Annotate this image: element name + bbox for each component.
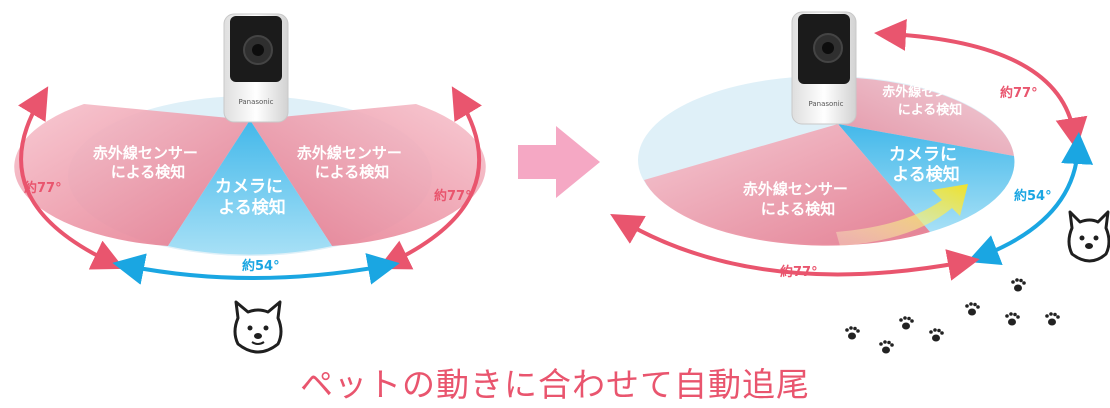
left-arrow-left-77 xyxy=(18,86,125,270)
left-angle-bottom: 約54° xyxy=(242,258,280,274)
paw-print-icon xyxy=(965,302,980,316)
right-arrow-top-77 xyxy=(874,18,1088,150)
left-ir-right-label: 赤外線センサー による検知 xyxy=(297,144,407,181)
right-angle-top: 約77° xyxy=(1000,85,1038,101)
left-angle-left: 約77° xyxy=(24,180,62,196)
right-angle-bottom: 約77° xyxy=(780,264,818,280)
right-panel: 赤外線センサー による検知 カメラに よる検知 赤外線センサー による検知 Pa… xyxy=(610,11,1110,354)
paw-print-icon xyxy=(899,316,914,330)
dog-peeking-icon xyxy=(1067,210,1110,263)
right-camera-device: Panasonic xyxy=(791,11,857,125)
dog-icon xyxy=(233,300,283,354)
left-arrow-bottom-54 xyxy=(112,253,400,285)
left-arrow-right-77 xyxy=(377,86,482,270)
right-camera-label: カメラに よる検知 xyxy=(889,145,963,185)
right-arrow-right-54 xyxy=(967,132,1094,266)
left-camera-label: カメラに よる検知 xyxy=(215,177,289,218)
paw-print-icon xyxy=(1005,312,1020,326)
right-arrow-bottom-77 xyxy=(610,214,980,281)
paw-print-icon xyxy=(1045,312,1060,326)
paw-print-icon xyxy=(1011,278,1026,292)
right-angle-right: 約54° xyxy=(1014,188,1052,204)
right-brand-label: Panasonic xyxy=(808,100,843,108)
right-ir-bottom-label: 赤外線センサー による検知 xyxy=(743,180,853,218)
paw-print-icon xyxy=(879,340,894,354)
paw-print-icon xyxy=(845,326,860,340)
paw-print-icon xyxy=(929,328,944,342)
left-brand-label: Panasonic xyxy=(238,98,273,106)
paw-prints xyxy=(845,278,1060,354)
transition-arrow xyxy=(518,126,600,198)
page-caption: ペットの動きに合わせて自動追尾 xyxy=(300,365,810,404)
left-panel: 赤外線センサー による検知 赤外線センサー による検知 カメラに よる検知 Pa… xyxy=(14,13,486,354)
left-camera-device: Panasonic xyxy=(223,13,289,123)
left-angle-right: 約77° xyxy=(434,188,472,204)
left-camera-sector xyxy=(168,120,332,255)
